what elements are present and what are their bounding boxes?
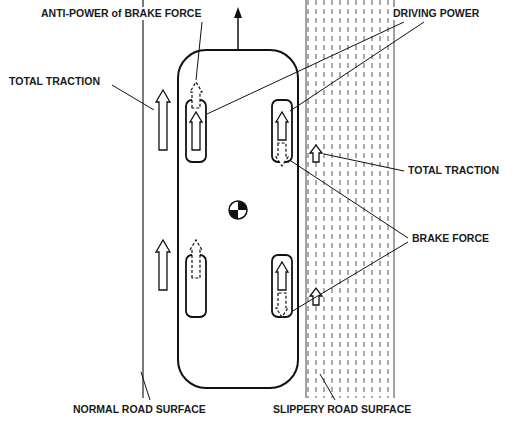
callout-label: SLIPPERY ROAD SURFACE [272, 403, 412, 416]
slippery-edge [306, 0, 307, 398]
direction-arrowhead [234, 7, 242, 18]
slippery-edge [394, 0, 395, 398]
callout-label: DRIVING POWER [392, 7, 480, 20]
leader-lines [112, 22, 424, 400]
car-body [178, 50, 298, 388]
callout-label: TOTAL TRACTION [407, 164, 500, 177]
dashed-force-arrows [190, 82, 288, 317]
callout-label: BRAKE FORCE [411, 232, 490, 245]
wheels [186, 100, 292, 317]
center-of-gravity [229, 201, 247, 219]
callout-label: ANTI-POWER of BRAKE FORCE [40, 7, 202, 20]
force-arrows [156, 90, 322, 305]
road-edge [142, 0, 143, 398]
direction-arrow [237, 16, 239, 50]
slippery-surface [306, 0, 394, 398]
callout-label: TOTAL TRACTION [8, 75, 101, 88]
callout-label: NORMAL ROAD SURFACE [72, 403, 207, 416]
